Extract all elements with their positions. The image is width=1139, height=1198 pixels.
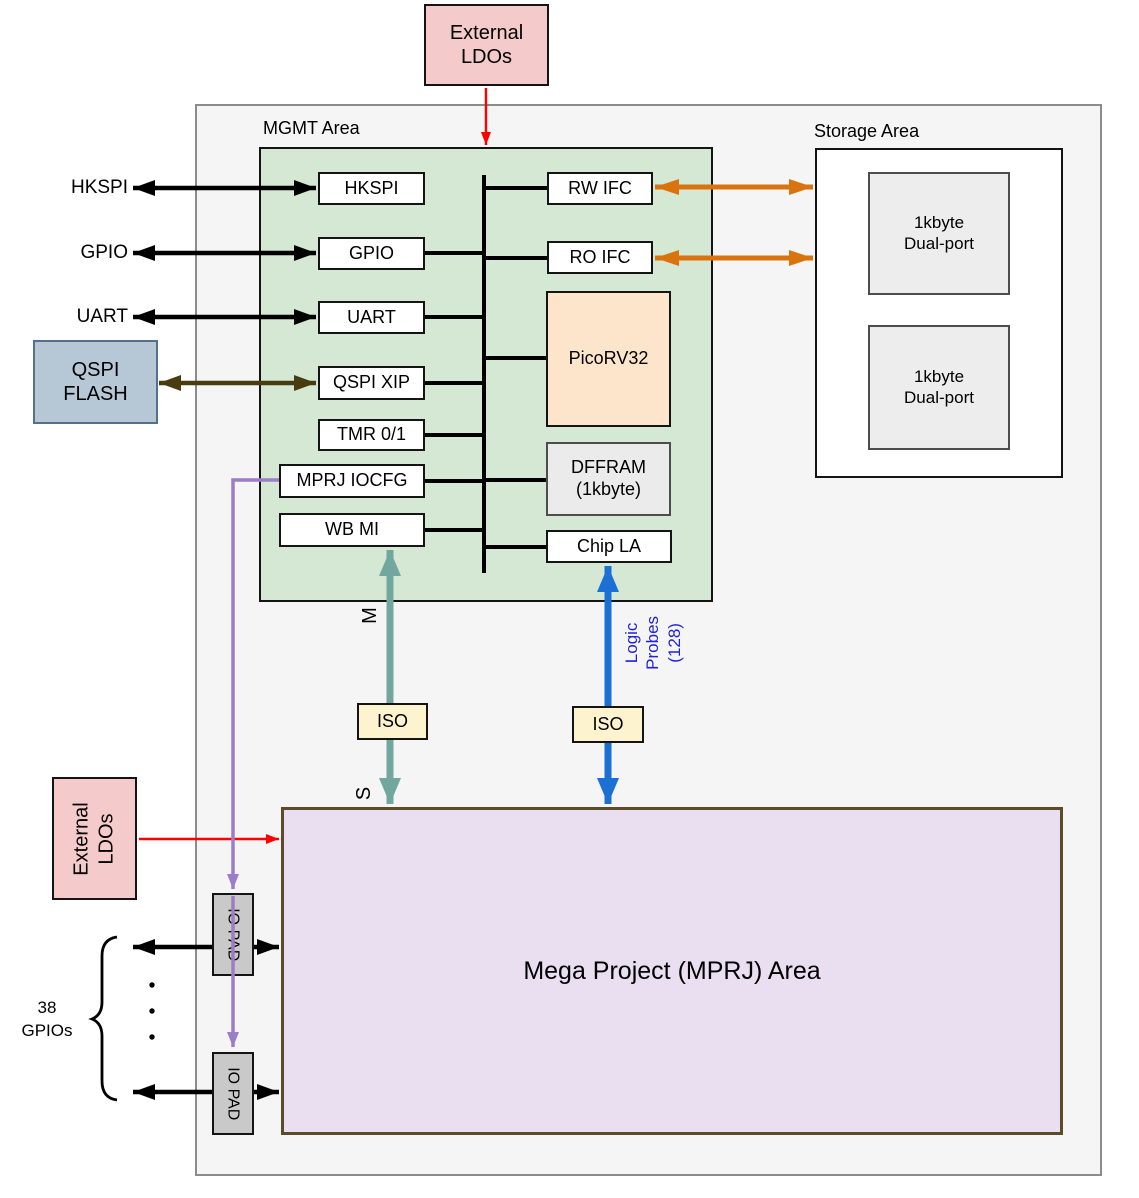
- gpio-ellipsis: [149, 982, 155, 1040]
- iso-cell-1: ISO: [357, 703, 428, 740]
- ellipsis-dot: [149, 1008, 155, 1014]
- storage-bank-1-label: 1kbyte Dual-port: [904, 212, 974, 253]
- mprj-area-box: Mega Project (MPRJ) Area: [281, 807, 1063, 1135]
- external-ldo-side: External LDOs: [52, 777, 137, 900]
- storage-area-label: Storage Area: [814, 121, 920, 141]
- iso-cell-1-label: ISO: [376, 710, 408, 731]
- block-gpio-label: GPIO: [348, 242, 394, 263]
- block-hkspi: HKSPI: [318, 172, 425, 205]
- block-uart-label: UART: [347, 306, 396, 327]
- gpio-group-brace: [88, 935, 118, 1102]
- ellipsis-dot: [149, 1034, 155, 1040]
- wb-master-text: M: [358, 606, 381, 624]
- ellipsis-dot: [149, 982, 155, 988]
- external-ldo-side-label: External LDOs: [70, 801, 118, 876]
- block-tmr: TMR 0/1: [318, 419, 425, 451]
- block-ro-ifc: RO IFC: [547, 241, 653, 274]
- block-chip-la: Chip LA: [546, 530, 672, 563]
- block-chip-la-label: Chip LA: [576, 535, 642, 556]
- port-label-uart: UART: [76, 306, 128, 327]
- block-rw-ifc-label: RW IFC: [568, 177, 632, 198]
- block-qspi-xip: QSPI XIP: [318, 366, 425, 400]
- port-label-hkspi: HKSPI: [70, 177, 128, 198]
- block-ro-ifc-label: RO IFC: [569, 246, 631, 267]
- mgmt-area-label: MGMT Area: [263, 118, 360, 138]
- storage-bank-1: 1kbyte Dual-port: [868, 172, 1010, 295]
- block-qspi-xip-label: QSPI XIP: [332, 372, 411, 393]
- logic-probes-label: Logic Probes (128): [607, 599, 699, 687]
- io-pad-1-label: IO PAD: [224, 907, 242, 962]
- wb-master-label: M: [353, 600, 387, 630]
- external-ldo-top-label: External LDOs: [449, 21, 524, 68]
- iso-cell-2: ISO: [572, 706, 644, 743]
- block-uart: UART: [318, 301, 425, 334]
- block-dffram-label: DFFRAM (1kbyte): [571, 457, 646, 499]
- external-ldo-top: External LDOs: [424, 4, 549, 86]
- qspi-flash-chip-label: QSPI FLASH: [63, 358, 128, 405]
- block-mprj-iocfg: MPRJ IOCFG: [279, 464, 425, 498]
- block-hkspi-label: HKSPI: [344, 177, 399, 198]
- gpio-count-label: 38 GPIOs: [5, 996, 89, 1044]
- io-pad-2-label: IO PAD: [224, 1066, 242, 1121]
- iso-cell-2-label: ISO: [592, 713, 624, 734]
- qspi-flash-chip: QSPI FLASH: [33, 340, 158, 424]
- block-picorv32: PicoRV32: [546, 291, 671, 427]
- block-rw-ifc: RW IFC: [547, 172, 653, 205]
- mprj-area-label: Mega Project (MPRJ) Area: [523, 956, 821, 985]
- wb-slave-label: S: [348, 778, 382, 808]
- storage-bank-2: 1kbyte Dual-port: [868, 325, 1010, 450]
- io-pad-2: IO PAD: [212, 1052, 254, 1135]
- wb-slave-text: S: [353, 786, 376, 800]
- block-gpio: GPIO: [318, 237, 425, 270]
- io-pad-1: IO PAD: [212, 893, 254, 976]
- block-tmr-label: TMR 0/1: [336, 424, 406, 445]
- block-picorv32-label: PicoRV32: [568, 348, 649, 369]
- logic-probes-text: Logic Probes (128): [622, 616, 684, 670]
- block-wb-mi: WB MI: [279, 513, 425, 547]
- storage-bank-2-label: 1kbyte Dual-port: [904, 366, 974, 407]
- block-mprj-iocfg-label: MPRJ IOCFG: [296, 470, 408, 491]
- block-dffram: DFFRAM (1kbyte): [546, 442, 671, 516]
- port-label-gpio: GPIO: [80, 242, 128, 263]
- block-wb-mi-label: WB MI: [325, 519, 379, 540]
- gpio-count-text: 38 GPIOs: [21, 998, 73, 1040]
